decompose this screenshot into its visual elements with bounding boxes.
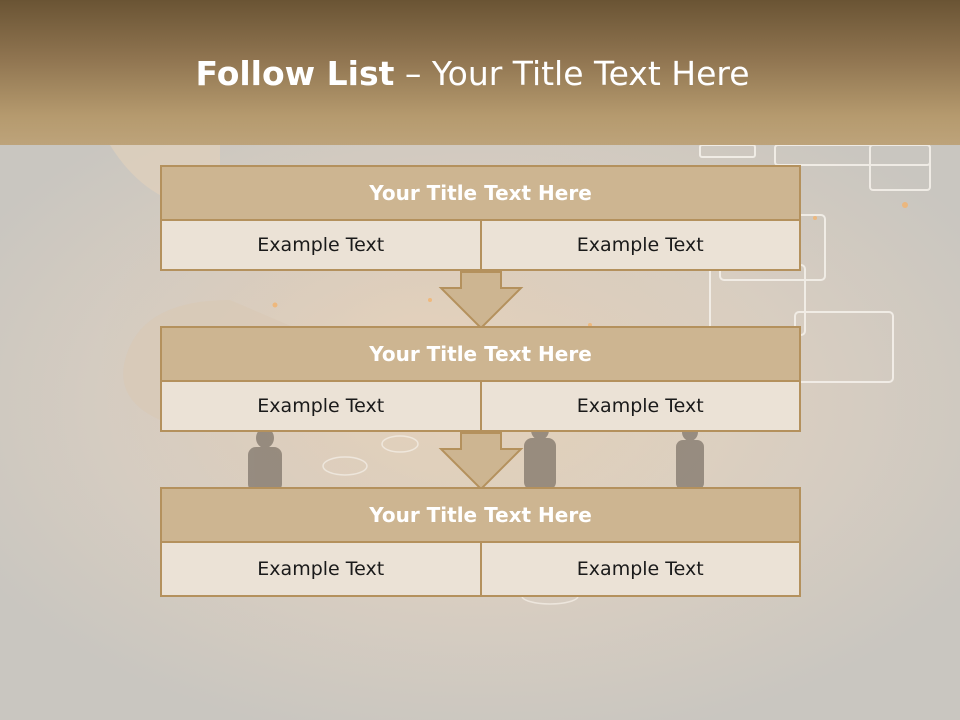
block-title: Your Title Text Here [160, 487, 801, 543]
block-cell-right: Example Text [481, 221, 801, 271]
list-block-3: Your Title Text Here Example Text Exampl… [160, 487, 801, 597]
down-arrow-icon [438, 271, 524, 330]
block-cell-right: Example Text [481, 543, 801, 597]
down-arrow-icon [438, 432, 524, 491]
block-cell-left: Example Text [160, 221, 482, 271]
slide-title-bold: Follow List [195, 54, 395, 93]
block-title: Your Title Text Here [160, 165, 801, 221]
block-cell-left: Example Text [160, 543, 482, 597]
slide-title: Follow List – Your Title Text Here [0, 54, 945, 93]
slide-title-rest: – Your Title Text Here [394, 54, 750, 93]
list-block-2: Your Title Text Here Example Text Exampl… [160, 326, 801, 432]
block-title: Your Title Text Here [160, 326, 801, 382]
block-cell-right: Example Text [481, 382, 801, 432]
block-cell-left: Example Text [160, 382, 482, 432]
list-block-1: Your Title Text Here Example Text Exampl… [160, 165, 801, 271]
header-bar: Follow List – Your Title Text Here [0, 0, 960, 145]
